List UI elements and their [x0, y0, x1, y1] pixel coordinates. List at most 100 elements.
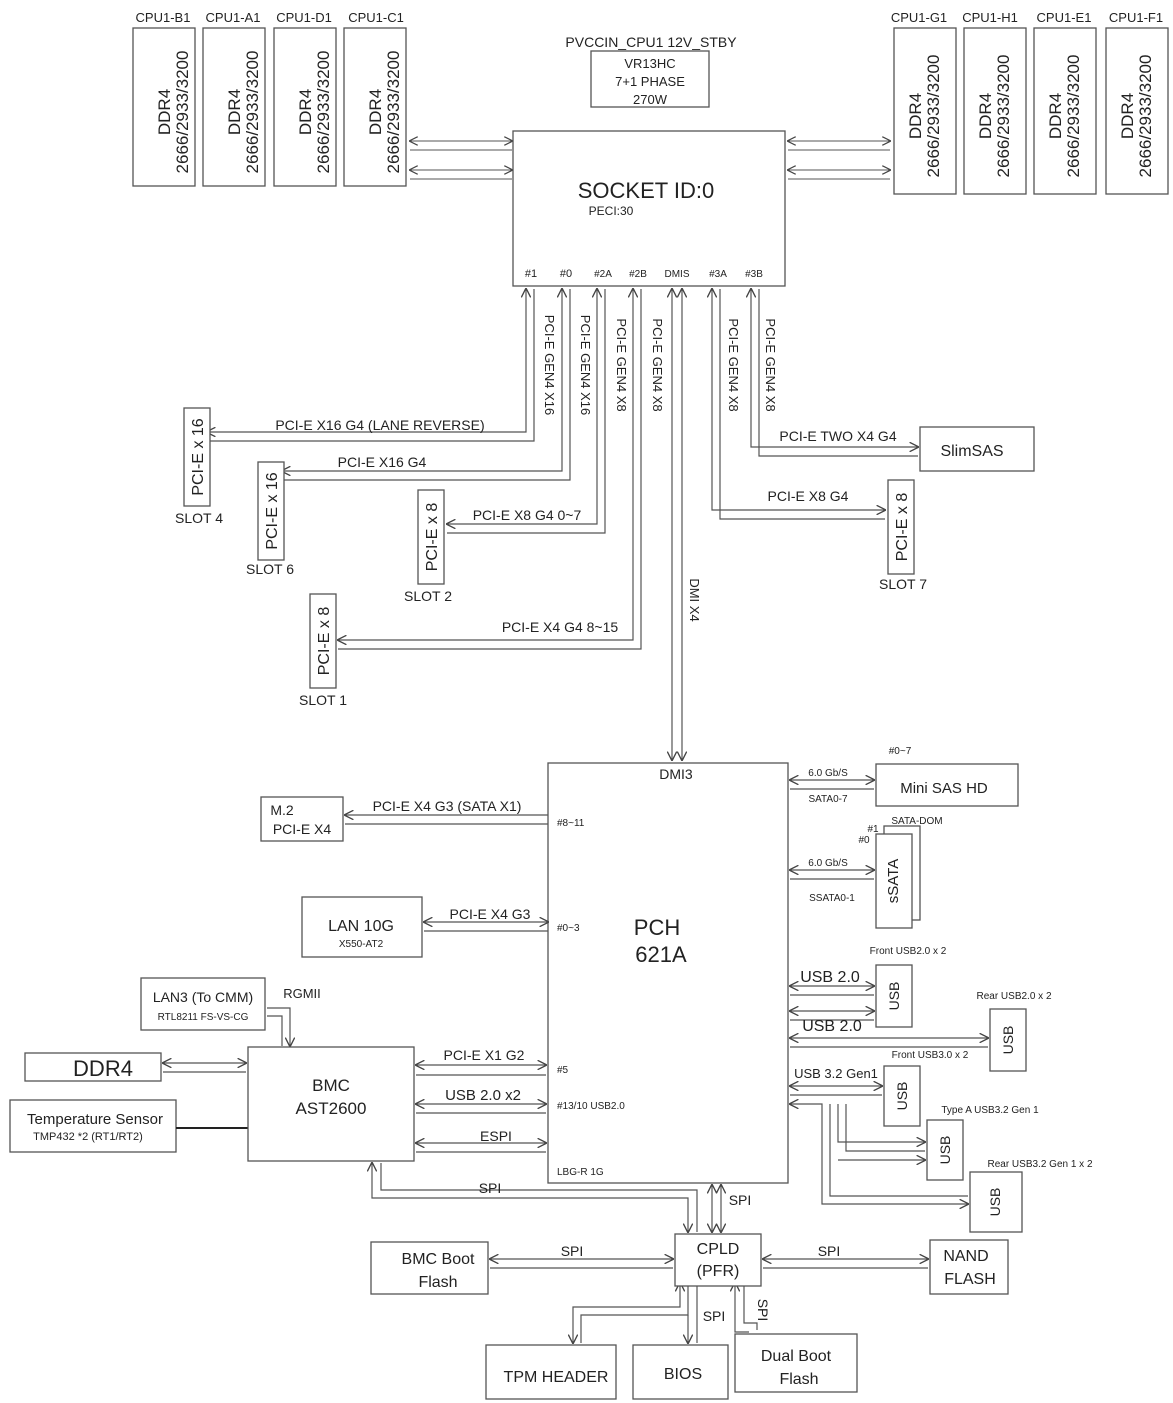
dimm-speed: 2666/2933/3200 — [314, 51, 333, 174]
bmc-link-label: PCI-E X1 G2 — [444, 1047, 525, 1063]
pch-port: #13/10 USB2.0 — [557, 1101, 625, 1112]
lan10g-name: LAN 10G — [328, 918, 394, 935]
cpld-line: CPLD — [697, 1241, 740, 1258]
slimsas-link-label: PCI-E TWO X4 G4 — [779, 428, 896, 444]
dimm-type: DDR4 — [155, 89, 174, 135]
lan3-box — [140, 977, 266, 1031]
pcie-lanes: PCI-E GEN4 X16 PCI-E GEN4 X16 PCI-E GEN4… — [207, 289, 918, 760]
usb-label: USB — [937, 1136, 953, 1165]
dimm-slot: CPU1-G1 DDR4 2666/2933/3200 — [891, 10, 957, 195]
dimm-speed: 2666/2933/3200 — [1136, 55, 1155, 178]
ssata-ports: SSATA0-1 — [809, 893, 855, 904]
dual-boot-box — [734, 1333, 858, 1393]
pch-port: #5 — [557, 1065, 569, 1076]
bmc-name: BMC — [312, 1076, 350, 1095]
bios-label: BIOS — [664, 1366, 702, 1383]
lane-label: PCI-E GEN4 X8 — [614, 318, 629, 411]
socket-peci: PECI:30 — [589, 204, 634, 218]
spi-label: SPI — [755, 1299, 771, 1322]
ssata-speed: 6.0 Gb/S — [808, 858, 848, 869]
usb-label: USB — [987, 1188, 1003, 1217]
bios: BIOS — [632, 1344, 729, 1400]
dimm-group-right: CPU1-G1 DDR4 2666/2933/3200 CPU1-H1 DDR4… — [891, 10, 1169, 195]
slot-label: SLOT 2 — [404, 588, 452, 604]
m2-line: PCI-E X4 — [273, 821, 332, 837]
usb-link-label: USB 2.0 — [802, 1018, 862, 1035]
dimm-box — [273, 27, 337, 187]
lan3-name: LAN3 (To CMM) — [153, 989, 253, 1005]
tpm-box — [485, 1344, 617, 1400]
dimm-type: DDR4 — [976, 93, 995, 139]
slot-name: PCI-E x 8 — [316, 607, 333, 676]
mini-sas-speed: 6.0 Gb/S — [808, 768, 848, 779]
m2-device: M.2 PCI-E X4 PCI-E X4 G3 (SATA X1) — [260, 796, 548, 842]
nand-line: FLASH — [944, 1271, 996, 1288]
dimm-label: CPU1-B1 — [136, 10, 191, 25]
dimm-box — [963, 27, 1027, 195]
dimm-box — [132, 27, 196, 187]
dimm-label: CPU1-D1 — [276, 10, 332, 25]
pch-model: 621A — [635, 942, 687, 967]
pch-port: LBG-R 1G — [557, 1167, 604, 1178]
lan3-cmm: LAN3 (To CMM) RTL8211 FS-VS-CG RGMII — [140, 977, 321, 1046]
cpld: CPLD (PFR) — [674, 1233, 762, 1287]
usb-caption: Type A USB3.2 Gen 1 — [941, 1105, 1039, 1116]
dimm-box — [1033, 27, 1097, 195]
slot-label: SLOT 7 — [879, 576, 927, 592]
m2-line: M.2 — [270, 802, 294, 818]
dual-boot-flash: Dual Boot Flash — [734, 1333, 858, 1393]
mini-sas-hd: #0~7 Mini SAS HD 6.0 Gb/S SATA0-7 — [790, 746, 1019, 807]
bmc-ddr4: DDR4 — [24, 1052, 246, 1082]
dimm-speed: 2666/2933/3200 — [994, 55, 1013, 178]
dimm-speed: 2666/2933/3200 — [243, 51, 262, 174]
dimm-slot: CPU1-D1 DDR4 2666/2933/3200 — [273, 10, 337, 187]
cpld-line: (PFR) — [697, 1263, 740, 1280]
bmc-ddr4-box — [24, 1052, 162, 1082]
temperature-sensor: Temperature Sensor TMP432 *2 (RT1/RT2) — [9, 1099, 248, 1153]
dimm-slot: CPU1-A1 DDR4 2666/2933/3200 — [202, 10, 266, 187]
slot-name: PCI-E x 8 — [424, 503, 441, 572]
pcie-slot-2: PCI-E x 8 SLOT 2 — [404, 489, 452, 604]
temp-sensor-name: Temperature Sensor — [27, 1111, 163, 1128]
temp-sensor-detail: TMP432 *2 (RT1/RT2) — [33, 1131, 143, 1143]
dimm-speed: 2666/2933/3200 — [173, 51, 192, 174]
slot-name: PCI-E x 8 — [894, 493, 911, 562]
dimm-label: CPU1-C1 — [348, 10, 404, 25]
ssata: SATA-DOM #1 #0 sSATA 6.0 Gb/S SSATA0-1 — [790, 816, 943, 929]
usb-label: USB — [1000, 1026, 1016, 1055]
ssata-name: sSATA — [885, 859, 902, 903]
dimm-speed: 2666/2933/3200 — [384, 51, 403, 174]
cpu-socket: SOCKET ID:0 PECI:30 #1 #0 #2A #2B DMIS #… — [512, 130, 786, 287]
slot-link-label: PCI-E X16 G4 — [338, 454, 427, 470]
spi-label: SPI — [818, 1243, 841, 1259]
slot-label: SLOT 4 — [175, 510, 223, 526]
dimm-slot: CPU1-H1 DDR4 2666/2933/3200 — [962, 10, 1027, 195]
slot-box — [309, 593, 337, 689]
cpld-box — [674, 1233, 762, 1287]
slot-label: SLOT 6 — [246, 561, 294, 577]
m2-link-label: PCI-E X4 G3 (SATA X1) — [373, 798, 522, 814]
vr-rail-label: PVCCIN_CPU1 12V_STBY — [565, 34, 737, 50]
bmc-ddr4-label: DDR4 — [73, 1056, 133, 1081]
mini-sas-range: #0~7 — [889, 746, 912, 757]
slimsas: SlimSAS — [919, 426, 1035, 472]
mini-sas-ports: SATA0-7 — [808, 794, 848, 805]
lane-label: PCI-E GEN4 X16 — [578, 315, 593, 415]
slot-link-label: PCI-E X8 G4 0~7 — [473, 507, 582, 523]
memory-links — [410, 141, 890, 180]
mini-sas-box — [875, 763, 1019, 807]
pcie-slot-4: PCI-E x 16 SLOT 4 — [175, 407, 223, 526]
dimm-box — [893, 27, 957, 195]
dimm-group-left: CPU1-B1 DDR4 2666/2933/3200 CPU1-A1 DDR4… — [132, 10, 407, 187]
slimsas-name: SlimSAS — [940, 443, 1003, 460]
usb-caption: Front USB3.0 x 2 — [892, 1050, 969, 1061]
slot-link-label: PCI-E X4 G4 8~15 — [502, 619, 619, 635]
usb-caption: Rear USB2.0 x 2 — [976, 991, 1051, 1002]
slot-box — [257, 461, 285, 561]
pch-port: #8~11 — [557, 818, 585, 829]
lan10g-link-label: PCI-E X4 G3 — [450, 906, 531, 922]
socket-title: SOCKET ID:0 — [578, 178, 715, 203]
dimm-speed: 2666/2933/3200 — [924, 55, 943, 178]
socket-port: #2B — [629, 269, 647, 280]
